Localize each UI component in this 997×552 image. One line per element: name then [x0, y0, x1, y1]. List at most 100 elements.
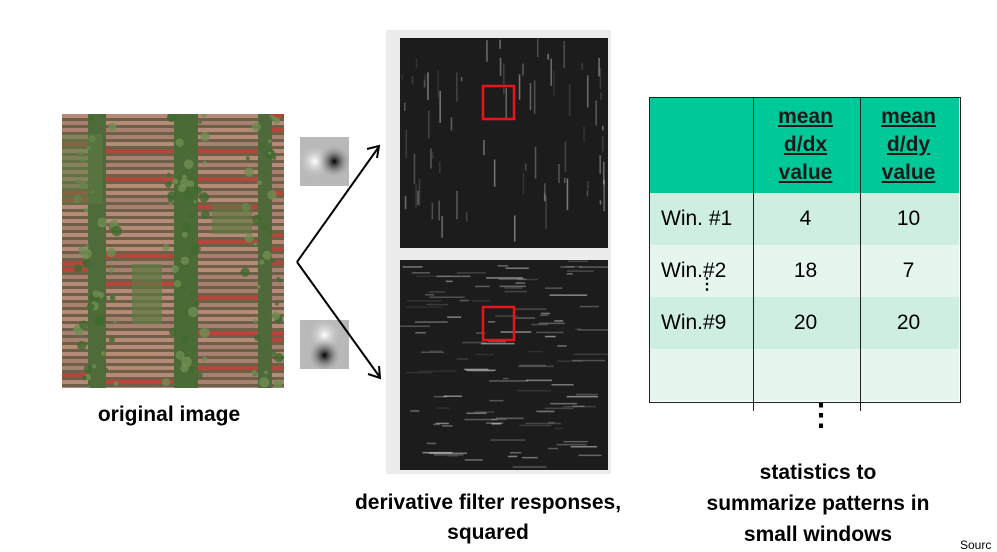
response-streak [499, 39, 501, 49]
ivy-leaf [108, 267, 115, 273]
brick-row [198, 373, 258, 377]
ivy-leaf [267, 139, 272, 144]
brick-row [198, 380, 258, 384]
brick-row [198, 338, 258, 342]
ivy-leaf [253, 242, 257, 246]
response-streak [564, 141, 567, 173]
response-streak [538, 411, 553, 413]
response-streak [503, 377, 509, 380]
response-streak [475, 285, 490, 288]
arrow-up-head [366, 144, 381, 159]
response-streak [525, 422, 561, 425]
response-streak [573, 353, 608, 355]
response-streak [431, 202, 434, 220]
ivy-leaf [264, 370, 268, 375]
brick-row [62, 212, 88, 216]
response-streak [545, 287, 563, 289]
brick-row [106, 373, 174, 377]
table-row [649, 349, 959, 401]
arrows [296, 144, 382, 380]
ivy-leaf [260, 130, 265, 135]
response-streak [420, 351, 444, 353]
table-row: Win. #1 4 10 [649, 193, 959, 245]
response-streak [474, 411, 495, 413]
brick-row [272, 184, 284, 188]
responses-caption-line1: derivative filter responses, [354, 491, 622, 514]
brick-row [106, 226, 174, 230]
response-streak [603, 161, 605, 185]
brick-row [272, 282, 284, 286]
response-streak [471, 300, 491, 302]
response-streak [427, 72, 429, 100]
row-dx-value: 20 [753, 297, 858, 349]
response-streak [405, 129, 407, 159]
brick-row [62, 317, 88, 321]
brick-row [62, 128, 88, 132]
response-streak [495, 315, 518, 317]
ivy-leaf [264, 173, 268, 178]
response-streak [447, 455, 458, 457]
ivy-leaf [188, 212, 194, 219]
ivy-leaf [202, 356, 208, 362]
ivy-leaf [175, 350, 185, 360]
ivy-leaf [258, 377, 270, 388]
ivy-leaf [181, 222, 192, 232]
response-streak [563, 405, 596, 408]
response-streak [587, 181, 589, 190]
ivy-leaf [244, 233, 254, 243]
brick-row [106, 352, 174, 356]
brick-row [198, 121, 258, 125]
ivy-leaf [168, 202, 173, 206]
brick-row [62, 282, 88, 286]
response-streak [424, 74, 426, 88]
ivy-leaf [190, 243, 201, 255]
window-highlight [481, 84, 516, 121]
response-streak [402, 266, 423, 268]
response-streak [460, 77, 463, 82]
ivy-leaf [258, 141, 266, 150]
brick-row [198, 170, 258, 174]
response-streak [407, 300, 442, 302]
brick-row [272, 275, 284, 279]
header-dx-line: mean [778, 105, 833, 128]
dy-kernel-image [300, 320, 349, 369]
response-streak [488, 340, 506, 343]
response-streak [439, 161, 441, 174]
response-streak [504, 290, 527, 293]
brick-row [106, 212, 174, 216]
ivy-leaf [181, 334, 189, 343]
statistics-table: mean d/dx value mean d/dy value Win. #1 … [649, 97, 959, 401]
brick-row [198, 247, 258, 251]
brick-row [106, 359, 174, 363]
response-streak [499, 285, 526, 288]
brick-row [62, 240, 88, 244]
response-streak [581, 62, 583, 70]
brick-row [106, 156, 174, 160]
response-streak [549, 294, 588, 296]
ivy-leaf [254, 334, 261, 342]
brick-row [198, 163, 258, 167]
ivy-leaf [183, 159, 194, 170]
response-streak [557, 345, 567, 347]
ivy-leaf [199, 327, 210, 338]
original-image-caption: original image [97, 403, 241, 426]
response-streak [575, 328, 582, 330]
brick-row [272, 289, 284, 293]
response-streak [422, 451, 453, 454]
brick-row [106, 205, 174, 209]
response-streak [401, 74, 403, 80]
response-streak [437, 70, 439, 98]
ivy-leaf [198, 120, 202, 125]
brick-row [272, 198, 284, 202]
brick-row [198, 191, 258, 195]
response-streak [572, 405, 585, 408]
row-dy-value: 20 [858, 297, 959, 349]
original-image [62, 114, 284, 388]
response-streak [548, 421, 555, 424]
brick-row [62, 121, 88, 125]
ivy-leaf [245, 156, 250, 161]
response-streak [488, 321, 496, 323]
brick-row [106, 254, 174, 258]
brick-row [272, 205, 284, 209]
response-streak [524, 163, 527, 171]
